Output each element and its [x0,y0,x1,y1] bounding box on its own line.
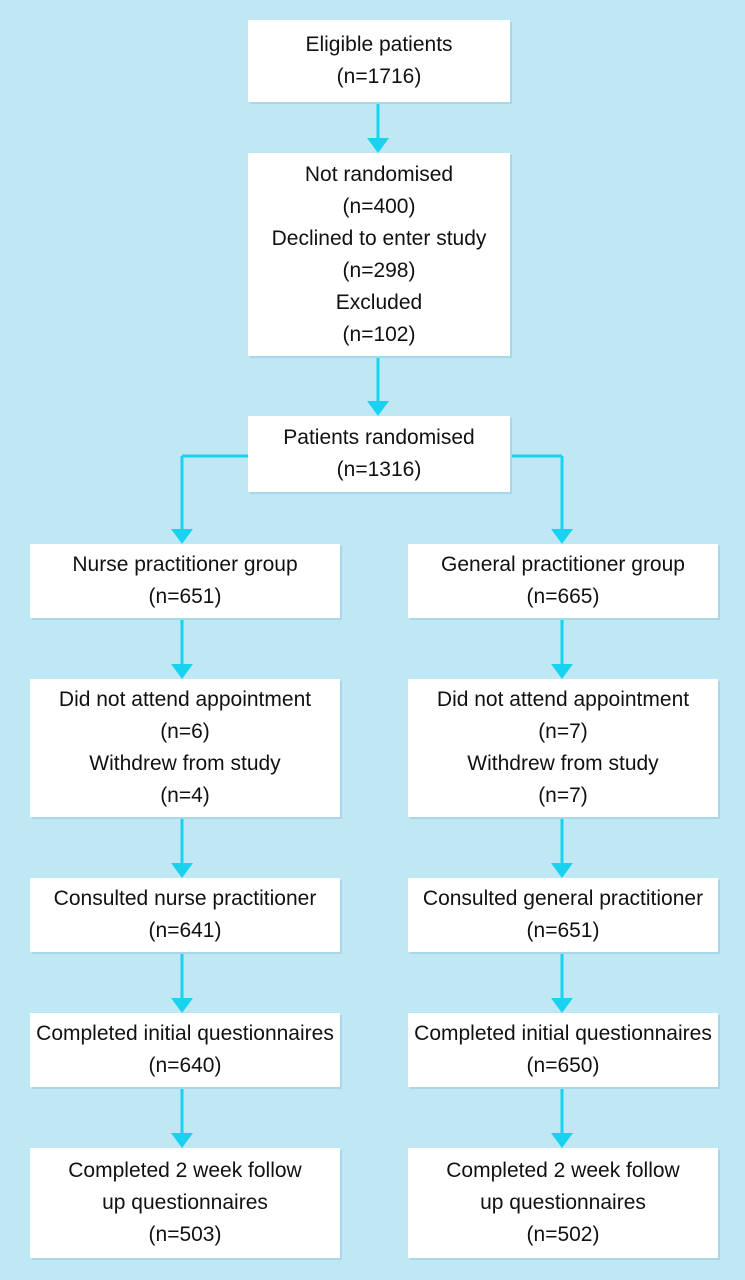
nurse-followup-label-2: up questionnaires [102,1191,268,1214]
arrow-nurse-consulted-to-initial-head [171,998,193,1013]
gp-dna-count: (n=7) [538,720,588,743]
nurse-initial-count: (n=640) [148,1054,222,1077]
gp-followup-count: (n=502) [526,1223,600,1246]
nurse-dna-count: (n=6) [160,720,210,743]
nurse-initial-box: Completed initial questionnaires (n=640) [30,1013,340,1087]
nurse-followup-box: Completed 2 week follow up questionnaire… [30,1148,340,1258]
gp-dropouts-box: Did not attend appointment (n=7) Withdre… [408,679,718,817]
not-randomised-count: (n=400) [342,194,416,218]
excluded-count: (n=102) [342,322,416,346]
not-randomised-box: Not randomised (n=400) Declined to enter… [248,153,510,356]
gp-followup-label-2: up questionnaires [480,1191,646,1214]
nurse-followup-count: (n=503) [148,1223,222,1246]
arrow-to-nurse-group-head [171,529,193,544]
nurse-group-box: Nurse practitioner group (n=651) [30,544,340,618]
gp-initial-box: Completed initial questionnaires (n=650) [408,1013,718,1087]
nurse-consulted-box: Consulted nurse practitioner (n=641) [30,878,340,952]
not-randomised-label: Not randomised [304,162,454,186]
arrow-to-gp-group-head [551,529,573,544]
arrow-gp-group-to-dropouts-head [551,664,573,679]
excluded-label: Excluded [335,290,423,314]
arrow-gp-consulted-to-initial-head [551,998,573,1013]
arrow-nurse-dropouts-to-consulted-head [171,863,193,878]
randomised-label: Patients randomised [283,426,475,449]
arrow-not-randomised-to-randomised-head [367,401,389,416]
nurse-consulted-count: (n=641) [148,919,222,942]
gp-followup-box: Completed 2 week follow up questionnaire… [408,1148,718,1258]
arrow-gp-dropouts-to-consulted-head [551,863,573,878]
nurse-followup-label-1: Completed 2 week follow [68,1159,302,1182]
randomised-count: (n=1316) [336,458,422,481]
nurse-dropouts-box: Did not attend appointment (n=6) Withdre… [30,679,340,817]
gp-group-label: General practitioner group [441,553,685,576]
declined-count: (n=298) [342,258,416,282]
nurse-group-label: Nurse practitioner group [72,553,298,576]
declined-label: Declined to enter study [271,226,487,250]
nurse-withdrew-count: (n=4) [160,784,210,807]
gp-initial-label: Completed initial questionnaires [414,1022,712,1045]
gp-followup-label-1: Completed 2 week follow [446,1159,680,1182]
eligible-label: Eligible patients [305,33,453,56]
arrow-nurse-group-to-dropouts-head [171,664,193,679]
nurse-consulted-label: Consulted nurse practitioner [53,887,317,910]
nurse-withdrew-label: Withdrew from study [89,752,281,775]
gp-consulted-label: Consulted general practitioner [422,887,704,910]
gp-initial-count: (n=650) [526,1054,600,1077]
arrow-eligible-to-not-randomised-head [367,138,389,153]
nurse-group-count: (n=651) [148,585,222,608]
arrow-gp-initial-to-followup-head [551,1133,573,1148]
randomised-box: Patients randomised (n=1316) [248,416,510,492]
nurse-initial-label: Completed initial questionnaires [36,1022,334,1045]
gp-withdrew-count: (n=7) [538,784,588,807]
eligible-count: (n=1716) [336,65,422,88]
eligible-patients-box: Eligible patients (n=1716) [248,20,510,102]
gp-group-box: General practitioner group (n=665) [408,544,718,618]
gp-group-count: (n=665) [526,585,600,608]
nurse-dna-label: Did not attend appointment [58,688,312,711]
gp-consulted-box: Consulted general practitioner (n=651) [408,878,718,952]
arrow-nurse-initial-to-followup-head [171,1133,193,1148]
gp-consulted-count: (n=651) [526,919,600,942]
gp-withdrew-label: Withdrew from study [467,752,659,775]
gp-dna-label: Did not attend appointment [436,688,690,711]
